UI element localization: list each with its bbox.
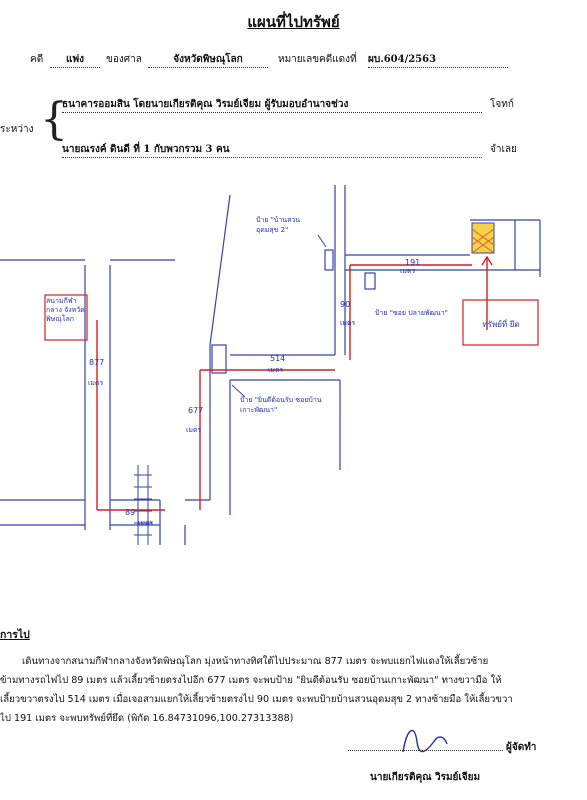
railway: [134, 465, 152, 545]
defendant-role: จำเลย: [490, 144, 517, 155]
directions-line-2: ข้ามทางรถไฟไป 89 เมตร แล้วเลี้ยวซ้ายตรงไ…: [0, 675, 502, 686]
dist-89-unit: เมตร: [138, 519, 154, 527]
dist-90: 90: [340, 300, 351, 309]
dist-191-unit: เมตร: [400, 267, 416, 275]
stadium-label: สนามกีฬา กลาง จังหวัด พิษณุโลก: [46, 297, 85, 323]
red-case-number: ผบ.604/2563: [368, 52, 508, 68]
sign-right-label: ป้าย "ซอย ปลายพัฒนา": [375, 309, 448, 317]
directions-line-1: เดินทางจากสนามกีฬากลางจังหวัดพิษณุโลก มุ…: [22, 656, 489, 667]
dist-877: 877: [89, 358, 105, 367]
page-title: แผนที่ไปทรัพย์: [247, 13, 340, 31]
sign-middle-label: ป้าย "ยินดีต้อนรับ ซอยบ้านเกาะพัฒนา": [240, 396, 322, 414]
plaintiff-role: โจทก์: [490, 99, 514, 110]
directions-heading: การไป: [0, 629, 30, 641]
stadium-box: [44, 294, 88, 341]
signature-name: นายเกียรติคุณ วิรมย์เจียม: [370, 772, 481, 783]
between-label: ระหว่าง: [0, 124, 34, 135]
dist-90-unit: เมตร: [340, 319, 356, 327]
court-name: จังหวัดพิษณุโลก: [148, 52, 268, 68]
dist-677-unit: เมตร: [186, 426, 202, 434]
signature-line: [348, 750, 503, 751]
dist-514-unit: เมตร: [268, 366, 284, 374]
target-label: ทรัพย์ที่ ยึด: [482, 320, 520, 329]
sign-top-label: ป้าย "บ้านสวน อุดมสุข 2": [256, 216, 301, 234]
dist-89: 89: [125, 508, 136, 517]
directions-line-3: เลี้ยวขวาตรงไป 514 เมตร เมื่อเจอสามแยกให…: [0, 694, 513, 705]
target-hatch: [471, 228, 495, 254]
target-label-box: [462, 299, 539, 346]
defendant: นายณรงค์ ดินดี ที่ 1 กับพวกรวม 3 คน: [62, 142, 482, 158]
directions-line-4: ไป 191 เมตร จะพบทรัพย์ที่ยึด (พิกัด 16.8…: [0, 713, 294, 724]
route-line: [96, 255, 493, 511]
handwritten-signature: [402, 729, 448, 753]
plaintiff: ธนาคารออมสิน โดยนายเกียรติคุณ วิรมย์เจีย…: [62, 97, 482, 113]
route-map: [0, 185, 541, 545]
dist-677: 677: [188, 406, 204, 415]
target-property: [471, 222, 495, 254]
dist-191: 191: [405, 258, 421, 267]
dist-877-unit: เมตร: [88, 379, 104, 387]
signature-role: ผู้จัดทำ: [506, 742, 537, 753]
dist-514: 514: [270, 354, 286, 363]
red-case-label: หมายเลขคดีแดงที่: [278, 54, 357, 65]
case-label: คดี: [30, 54, 44, 65]
court-label: ของศาล: [106, 54, 142, 65]
brace: {: [40, 94, 68, 145]
road-network: [0, 185, 541, 545]
case-type: แพ่ง: [50, 52, 100, 68]
